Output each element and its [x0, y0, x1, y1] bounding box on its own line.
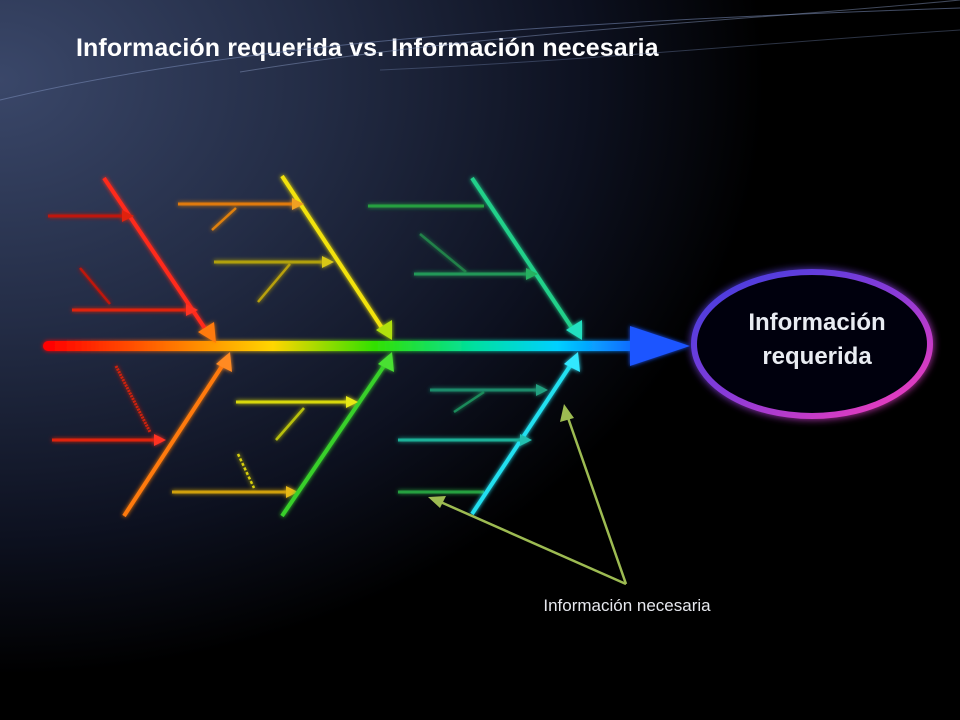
bone-red-upper: [48, 176, 216, 343]
bone-yellow-upper: [178, 174, 392, 340]
subrib-yellow-2: [275, 407, 305, 441]
bone-cyan-lower: [398, 352, 580, 516]
spine-arrow: [43, 326, 690, 366]
subrib-teal-1: [453, 390, 485, 414]
bone-teal-upper: [368, 176, 582, 340]
effect-ellipse: [691, 269, 933, 419]
annotation-arrowhead-left: [428, 496, 446, 508]
slide-title: Información requerida vs. Información ne…: [76, 34, 659, 62]
effect-label-line2: requerida: [762, 343, 872, 370]
effect-label: Información requerida: [706, 306, 928, 374]
decorative-swoosh-line: [239, 0, 960, 73]
causes-annotation-label: Información necesaria: [543, 596, 711, 615]
decorative-swoosh-line: [0, 7, 960, 101]
annotation-arrow-right: [564, 411, 628, 585]
decorative-swoosh-line: [379, 29, 960, 71]
annotation-arrowhead-right: [560, 404, 574, 422]
subrib-orange-2: [211, 207, 237, 231]
subrib-yellow-3: [236, 453, 256, 489]
bone-orange-lower: [52, 352, 298, 518]
subrib-green-3: [419, 233, 467, 273]
bone-green-lower: [236, 352, 484, 518]
effect-label-line1: Información: [748, 309, 886, 336]
subrib-yellow-1: [257, 263, 291, 303]
annotation-arrow-left: [435, 498, 627, 586]
annotation-arrows: [428, 404, 628, 586]
spine-arrowhead: [630, 326, 690, 366]
subrib-red-2: [79, 267, 111, 305]
subrib-red-3: [114, 365, 152, 433]
